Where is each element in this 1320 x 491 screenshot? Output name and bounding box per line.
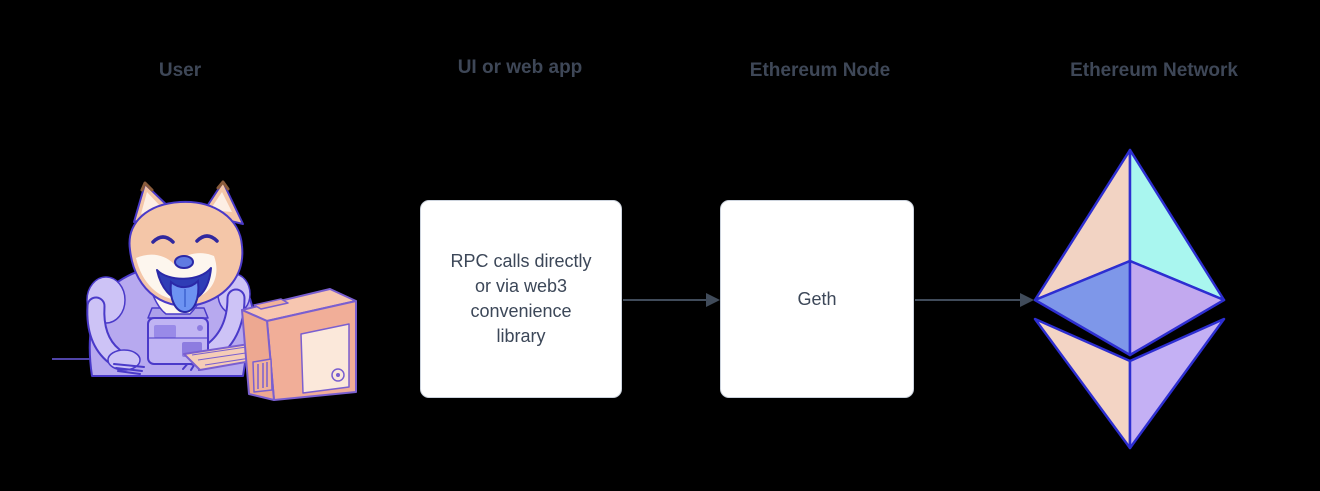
webapp-node-box: RPC calls directly or via web3 convenien…	[420, 200, 622, 398]
column-header-webapp: UI or web app	[457, 57, 583, 78]
geth-node-label: Geth	[797, 288, 837, 309]
arrow-webapp-to-node	[623, 293, 720, 307]
doge-astronaut-at-computer-illustration	[52, 180, 357, 401]
closed-eye-right	[195, 234, 219, 243]
arrowhead-icon	[706, 293, 720, 307]
retro-computer	[241, 288, 357, 401]
ethereum-diamond	[1033, 148, 1226, 450]
doge-head	[128, 200, 244, 314]
column-header-user: User	[158, 60, 202, 81]
column-header-ethereum-node: Ethereum Node	[749, 60, 891, 81]
geth-node-box: Geth	[720, 200, 914, 398]
closed-eye-left	[151, 235, 175, 244]
ethereum-logo-icon	[1033, 148, 1226, 450]
column-header-ethereum-network: Ethereum Network	[1070, 60, 1238, 81]
eth-face-mid-right	[1128, 259, 1226, 357]
nose	[174, 255, 194, 269]
eth-face-low-right	[1128, 317, 1226, 450]
webapp-node-label: RPC calls directly or via web3 convenien…	[450, 251, 592, 346]
